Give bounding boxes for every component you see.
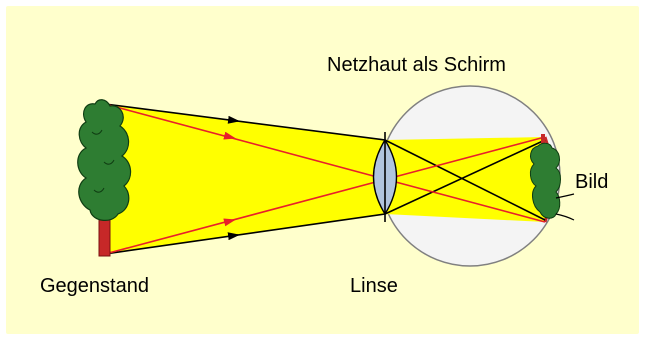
label-lens: Linse — [350, 275, 398, 297]
red-arrow-up — [223, 218, 236, 227]
label-object: Gegenstand — [40, 275, 149, 297]
image-pointer-bottom — [555, 213, 575, 221]
light-beam-front — [105, 104, 385, 254]
red-arrow-down — [223, 131, 236, 140]
ray-bottom-edge — [104, 213, 386, 255]
ray-top-edge — [104, 103, 386, 141]
arrow-top — [227, 115, 240, 124]
arrow-bottom — [227, 232, 240, 241]
red-ray-up — [104, 136, 546, 255]
ray-cross-bottom — [384, 139, 546, 215]
label-retina: Netzhaut als Schirm — [327, 54, 506, 76]
lens-icon — [372, 132, 398, 222]
red-ray-down — [104, 103, 546, 223]
image-pointer-top — [555, 193, 575, 199]
ray-cross-top — [384, 139, 546, 221]
label-image: Bild — [575, 171, 608, 193]
tree-icon — [77, 99, 132, 257]
